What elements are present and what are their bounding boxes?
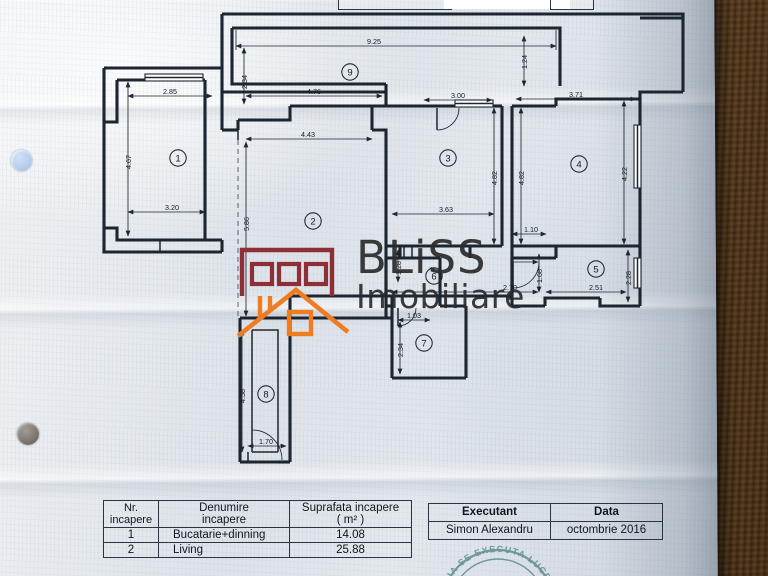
svg-text:2.34: 2.34 [396, 343, 405, 357]
svg-text:2: 2 [310, 217, 315, 228]
table-header-row: Nr. incapere Denumire incapere Suprafata… [103, 500, 412, 528]
header-nr: Nr. incapere [103, 500, 159, 528]
value-data: octombrie 2016 [550, 521, 663, 540]
svg-text:7: 7 [421, 339, 426, 350]
table-row: 2 Living 25.88 [103, 542, 412, 558]
executant-value-row: Simon Alexandru octombrie 2016 [428, 521, 663, 540]
svg-text:1.28: 1.28 [394, 261, 403, 275]
row-area: 14.08 [289, 527, 412, 543]
svg-text:2.34: 2.34 [240, 75, 249, 89]
svg-text:9.25: 9.25 [367, 37, 381, 46]
svg-text:1.03: 1.03 [407, 311, 421, 320]
header-executant: Executant [428, 503, 551, 522]
svg-text:1.10: 1.10 [524, 225, 538, 234]
svg-text:1: 1 [175, 154, 180, 165]
svg-text:1.68: 1.68 [535, 269, 544, 283]
table-row: 1 Bucatarie+dinning 14.08 [103, 527, 412, 543]
row-nr: 1 [103, 527, 159, 543]
svg-text:5: 5 [593, 265, 598, 276]
svg-text:6: 6 [431, 272, 436, 283]
svg-text:4.82: 4.82 [490, 171, 499, 185]
svg-text:4: 4 [576, 160, 581, 171]
svg-text:1.70: 1.70 [259, 437, 273, 446]
svg-text:9: 9 [347, 68, 352, 79]
top-fragment-right [550, 0, 594, 10]
header-den-line2: incapere [201, 514, 247, 526]
executant-table: Executant Data Simon Alexandru octombrie… [428, 503, 663, 540]
svg-text:4.22: 4.22 [620, 167, 629, 181]
header-den-line1: Denumire [199, 502, 249, 514]
header-suprafata: Suprafata incapere ( m² ) [289, 500, 412, 528]
svg-text:8: 8 [263, 390, 268, 401]
punch-hole-lower [17, 423, 39, 445]
row-name: Living [158, 542, 290, 558]
svg-text:2.51: 2.51 [589, 283, 603, 292]
svg-text:4.67: 4.67 [124, 155, 133, 169]
svg-text:3: 3 [445, 154, 450, 165]
value-executant: Simon Alexandru [428, 521, 551, 540]
header-nr-line1: Nr. [123, 502, 139, 514]
svg-text:4.43: 4.43 [301, 130, 315, 139]
row-area: 25.88 [289, 542, 412, 558]
svg-text:3.71: 3.71 [569, 90, 583, 99]
svg-text:2.70: 2.70 [503, 283, 517, 292]
header-sup-line2: ( m² ) [336, 514, 365, 526]
header-denumire: Denumire incapere [158, 500, 290, 528]
header-data: Data [550, 503, 663, 522]
svg-text:3.00: 3.00 [451, 91, 465, 100]
svg-text:4.76: 4.76 [307, 87, 321, 96]
svg-text:3.20: 3.20 [165, 203, 179, 212]
top-fragment-white [444, 0, 570, 9]
svg-text:5.86: 5.86 [242, 217, 251, 231]
executant-header-row: Executant Data [428, 503, 663, 522]
svg-text:2.85: 2.85 [163, 87, 177, 96]
svg-text:2.28: 2.28 [624, 271, 633, 285]
svg-text:4.58: 4.58 [238, 389, 247, 403]
row-name: Bucatarie+dinning [158, 527, 290, 543]
header-sup-line1: Suprafata incapere [301, 502, 400, 514]
rooms-table: Nr. incapere Denumire incapere Suprafata… [103, 500, 412, 558]
header-nr-line2: incapere [109, 514, 153, 526]
punch-hole-upper [11, 150, 32, 171]
svg-text:3.63: 3.63 [439, 205, 453, 214]
top-fragment-left [338, 0, 452, 10]
svg-text:1.24: 1.24 [520, 55, 529, 69]
row-nr: 2 [103, 542, 159, 558]
svg-text:4.82: 4.82 [517, 171, 526, 185]
